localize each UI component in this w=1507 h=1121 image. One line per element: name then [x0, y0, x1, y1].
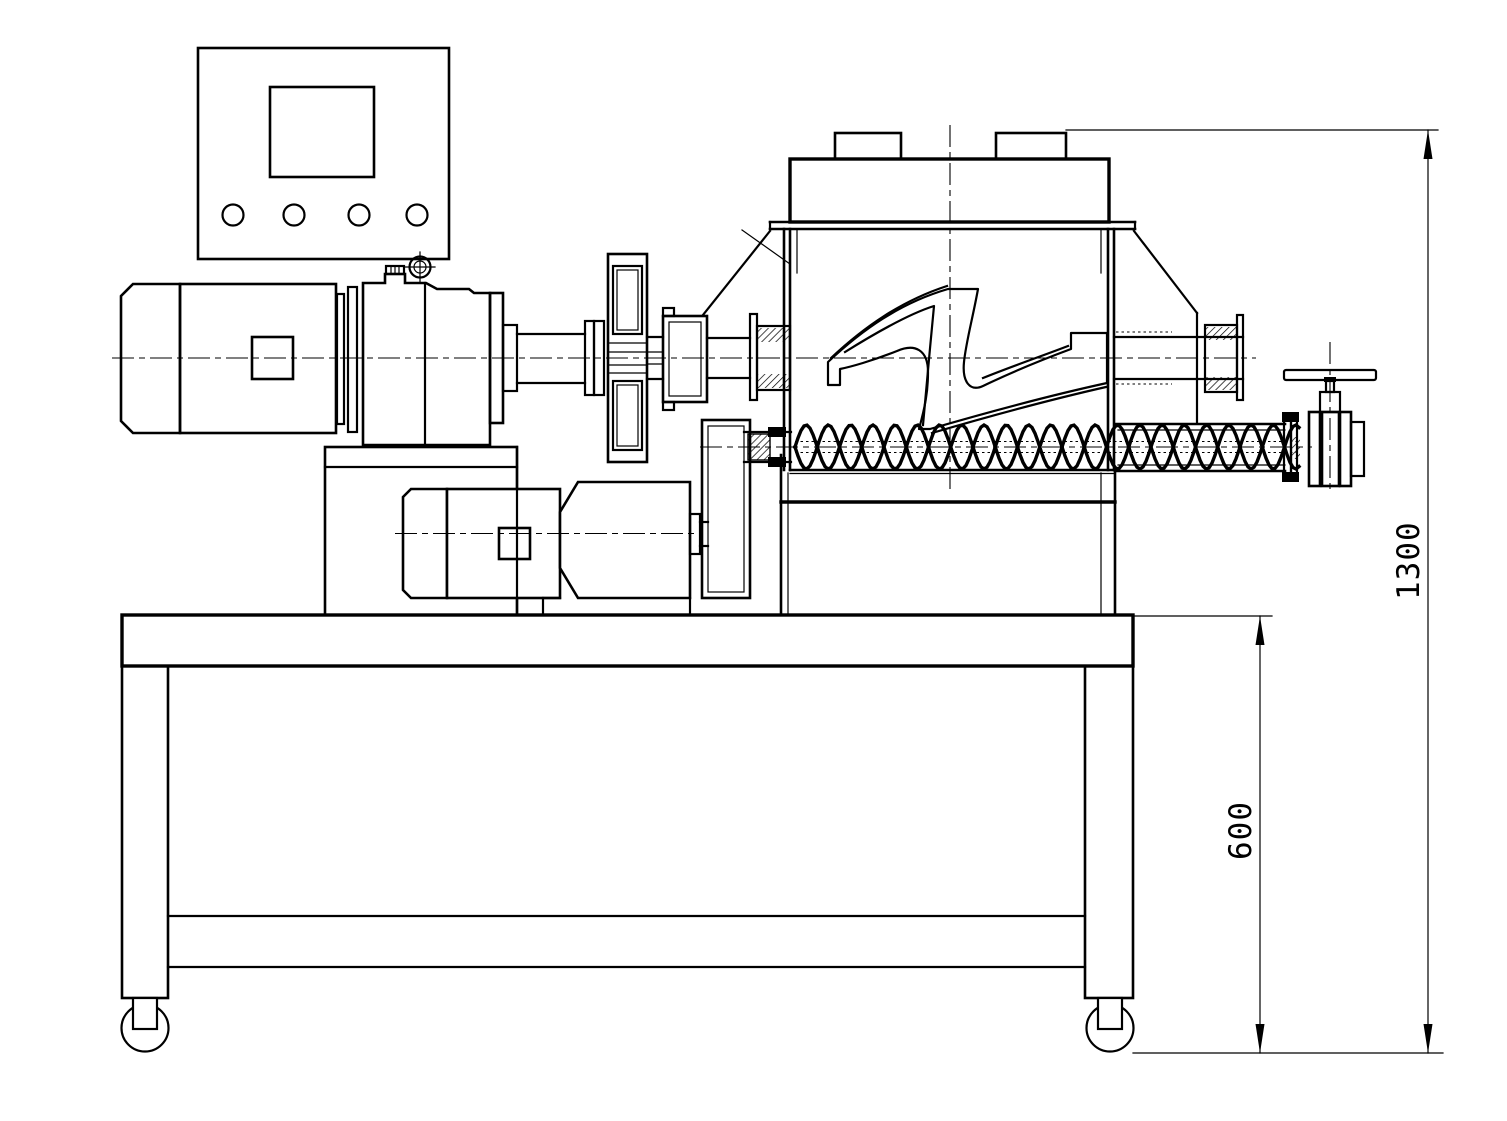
valve-outlet	[1349, 420, 1366, 478]
centerlines	[112, 125, 1331, 535]
crosshair-icon	[404, 251, 436, 283]
table-top	[120, 613, 1135, 668]
table-frame	[120, 613, 1135, 1053]
inlet-port-left	[833, 131, 903, 161]
screw-flights-b	[792, 422, 1302, 472]
breather-plug-icon	[384, 264, 406, 276]
caster-right	[1085, 996, 1135, 1053]
panel-button-4	[405, 203, 429, 227]
screw-conveyor	[700, 418, 1302, 600]
table-leg-right	[1083, 664, 1135, 1000]
panel-button-1	[221, 203, 245, 227]
sigma-blade	[826, 284, 1109, 435]
chain-drive-case	[700, 418, 752, 600]
screw-flights-a	[792, 422, 1302, 472]
caster-left	[120, 996, 170, 1053]
table-leg-left	[120, 664, 170, 1000]
screw-gearbox	[558, 480, 692, 600]
dimension-600: 600	[1134, 615, 1273, 1054]
inlet-port-right	[994, 131, 1068, 161]
dimension-label-600: 600	[1223, 801, 1259, 860]
dimension-label-1300: 1300	[1391, 521, 1427, 600]
panel-button-2	[282, 203, 306, 227]
screw-drive-unit	[401, 480, 710, 617]
discharge-valve	[1282, 368, 1378, 488]
dimension-1300: 1300	[1065, 129, 1444, 1054]
screw-motor-body	[445, 487, 562, 600]
panel-button-3	[347, 203, 371, 227]
control-panel	[196, 46, 451, 261]
shaft-bearing-block	[661, 306, 752, 412]
panel-screen	[268, 85, 376, 179]
stuffing-gland-right	[1112, 313, 1245, 402]
screw-motor-terminal-box	[497, 526, 532, 561]
chamber-pedestal	[779, 453, 1117, 617]
